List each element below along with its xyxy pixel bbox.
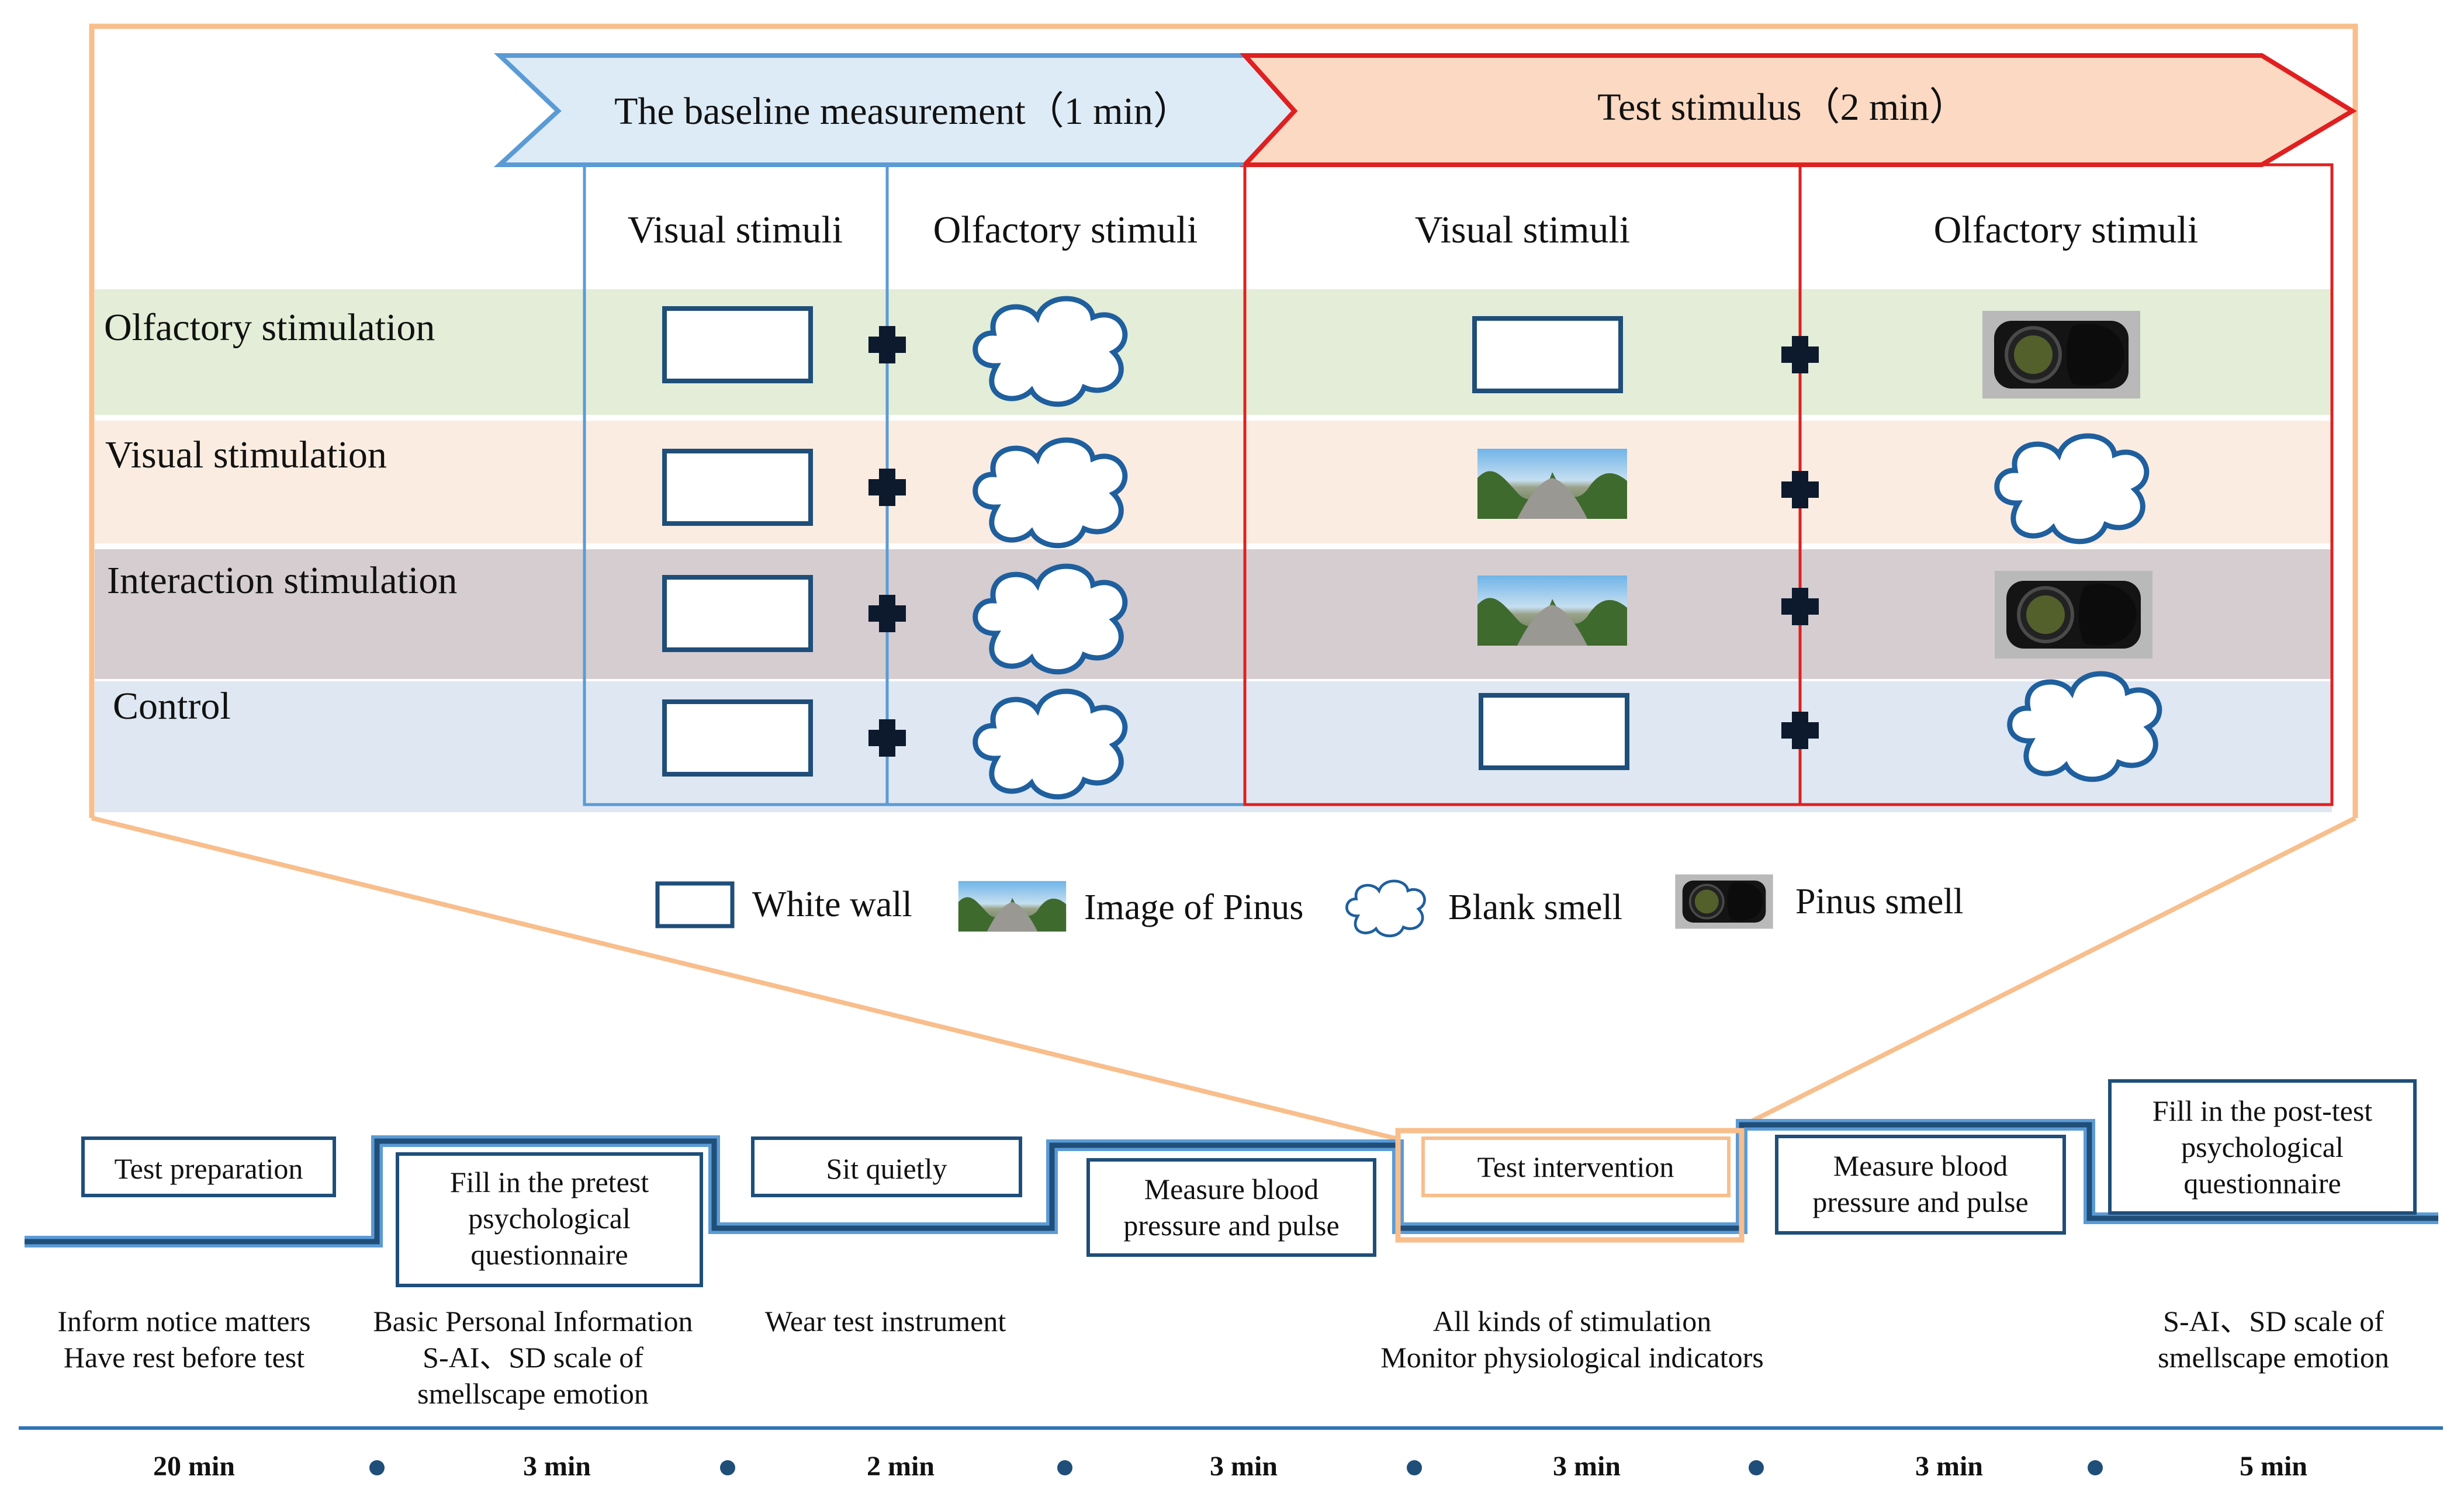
step-posttest-box bbox=[2108, 1079, 2417, 1215]
step-test-preparation: Test preparation bbox=[115, 1152, 303, 1185]
note-prep-line2: Have rest before test bbox=[64, 1341, 304, 1374]
legend: White wall Image of Pinus Blank smell Pi… bbox=[655, 873, 1964, 936]
step-test-intervention-box bbox=[1421, 1136, 1731, 1197]
note-pretest-line1: Basic Personal Information bbox=[373, 1305, 693, 1337]
col-test-olfactory: Olfactory stimuli bbox=[1934, 209, 2199, 251]
duration-3: 2 min bbox=[867, 1451, 935, 1482]
axis-dot bbox=[1057, 1460, 1072, 1475]
blank-smell-icon bbox=[975, 440, 1125, 546]
axis-dot bbox=[720, 1460, 735, 1475]
note-prep-line1: Inform notice matters bbox=[57, 1305, 310, 1337]
row-label-visual: Visual stimulation bbox=[105, 434, 387, 476]
white-wall-icon bbox=[665, 577, 811, 650]
note-intervention-line1: All kinds of stimulation bbox=[1433, 1305, 1711, 1337]
blank-smell-icon bbox=[975, 566, 1125, 672]
note-pretest-line2: S-AI、SD scale of bbox=[423, 1341, 643, 1374]
row-bg-visual bbox=[95, 421, 2332, 543]
note-pretest-line3: smellscape emotion bbox=[417, 1377, 649, 1410]
pinus-smell-icon bbox=[1995, 571, 2152, 659]
note-posttest-line2: smellscape emotion bbox=[2158, 1341, 2389, 1374]
step-test-intervention: Test intervention bbox=[1477, 1150, 1674, 1183]
duration-2: 3 min bbox=[523, 1451, 591, 1482]
step-measure-2-line2: pressure and pulse bbox=[1812, 1186, 2028, 1218]
white-wall-icon bbox=[665, 451, 811, 524]
intervention-highlight bbox=[1395, 1128, 1745, 1243]
step-pretest-box bbox=[396, 1152, 703, 1287]
col-test-visual: Visual stimuli bbox=[1415, 209, 1630, 251]
white-wall-icon bbox=[665, 702, 811, 774]
pinus-image-icon bbox=[1477, 576, 1627, 646]
white-wall-icon bbox=[665, 309, 811, 381]
row-bg-control bbox=[95, 681, 2332, 812]
test-arrow: Test stimulus（2 min） bbox=[1239, 53, 2357, 167]
blank-smell-icon bbox=[975, 691, 1125, 797]
baseline-arrow: The baseline measurement（1 min） bbox=[493, 53, 1298, 167]
procedure-path bbox=[25, 1119, 2438, 1247]
duration-4: 3 min bbox=[1210, 1451, 1278, 1482]
step-measure-1-line2: pressure and pulse bbox=[1123, 1209, 1339, 1242]
pinus-image-icon bbox=[1477, 449, 1627, 519]
blank-smell-icon bbox=[2010, 674, 2160, 779]
note-intervention-line2: Monitor physiological indicators bbox=[1380, 1341, 1763, 1374]
step-posttest-line2: psychological bbox=[2181, 1131, 2344, 1163]
row-bg-interaction bbox=[95, 549, 2332, 679]
pinus-smell-icon bbox=[1982, 311, 2140, 398]
axis-dot bbox=[369, 1460, 385, 1475]
legend-blank-smell-icon bbox=[1347, 881, 1424, 936]
axis-dot bbox=[1749, 1460, 1764, 1475]
duration-axis: 20 min 3 min 2 min 3 min 3 min 3 min 5 m… bbox=[19, 1426, 2443, 1482]
column-headers: Visual stimuli Olfactory stimuli Visual … bbox=[628, 209, 2199, 251]
legend-white-wall-label: White wall bbox=[752, 885, 912, 924]
step-notes: Inform notice matters Have rest before t… bbox=[57, 1305, 2389, 1410]
row-bg-olfactory bbox=[95, 289, 2332, 415]
white-wall-icon bbox=[1481, 695, 1627, 768]
col-baseline-visual: Visual stimuli bbox=[628, 209, 843, 251]
duration-1: 20 min bbox=[153, 1451, 235, 1482]
row-backgrounds bbox=[95, 289, 2332, 812]
step-sit-quietly-box bbox=[751, 1136, 1022, 1197]
step-sit-quietly: Sit quietly bbox=[826, 1152, 947, 1185]
step-pretest-line1: Fill in the pretest bbox=[450, 1166, 649, 1198]
legend-pinus-smell-label: Pinus smell bbox=[1795, 882, 1964, 921]
duration-5: 3 min bbox=[1553, 1451, 1621, 1482]
step-posttest-line3: questionnaire bbox=[2183, 1167, 2341, 1200]
col-baseline-olfactory: Olfactory stimuli bbox=[933, 209, 1198, 251]
legend-pinus-smell-icon bbox=[1674, 873, 1774, 930]
step-pretest-line2: psychological bbox=[468, 1202, 631, 1235]
row-label-interaction: Interaction stimulation bbox=[107, 559, 457, 602]
note-posttest-line1: S-AI、SD scale of bbox=[2163, 1305, 2384, 1337]
row-label-control: Control bbox=[113, 685, 231, 727]
legend-blank-smell-label: Blank smell bbox=[1448, 888, 1622, 927]
step-pretest-line3: questionnaire bbox=[470, 1238, 628, 1271]
step-measure-2-line1: Measure blood bbox=[1833, 1149, 2008, 1182]
row-label-olfactory: Olfactory stimulation bbox=[104, 306, 435, 349]
zoom-frame bbox=[89, 23, 2358, 1142]
legend-white-wall-icon bbox=[655, 881, 735, 928]
blank-smell-icon bbox=[1997, 436, 2147, 542]
step-measure-2-box bbox=[1775, 1135, 2066, 1235]
legend-image-pinus-label: Image of Pinus bbox=[1084, 888, 1303, 927]
legend-pinus-image-icon bbox=[958, 881, 1067, 932]
duration-7: 5 min bbox=[2240, 1451, 2307, 1482]
test-arrow-label: Test stimulus（2 min） bbox=[1597, 86, 1967, 129]
step-boxes: Test preparation Fill in the pretest psy… bbox=[81, 1079, 2417, 1287]
axis-dot bbox=[2088, 1460, 2103, 1475]
white-wall-icon bbox=[1475, 318, 1621, 391]
step-test-preparation-box bbox=[81, 1136, 336, 1197]
note-instrument: Wear test instrument bbox=[765, 1305, 1006, 1337]
step-measure-1-line1: Measure blood bbox=[1144, 1173, 1319, 1205]
axis-dot bbox=[1407, 1460, 1422, 1475]
duration-6: 3 min bbox=[1915, 1451, 1983, 1482]
blank-smell-icon bbox=[975, 299, 1125, 404]
row-labels: Olfactory stimulation Visual stimulation… bbox=[104, 306, 457, 727]
step-measure-1-box bbox=[1086, 1158, 1376, 1257]
step-posttest-line1: Fill in the post-test bbox=[2152, 1094, 2373, 1127]
baseline-arrow-label: The baseline measurement（1 min） bbox=[614, 90, 1192, 133]
